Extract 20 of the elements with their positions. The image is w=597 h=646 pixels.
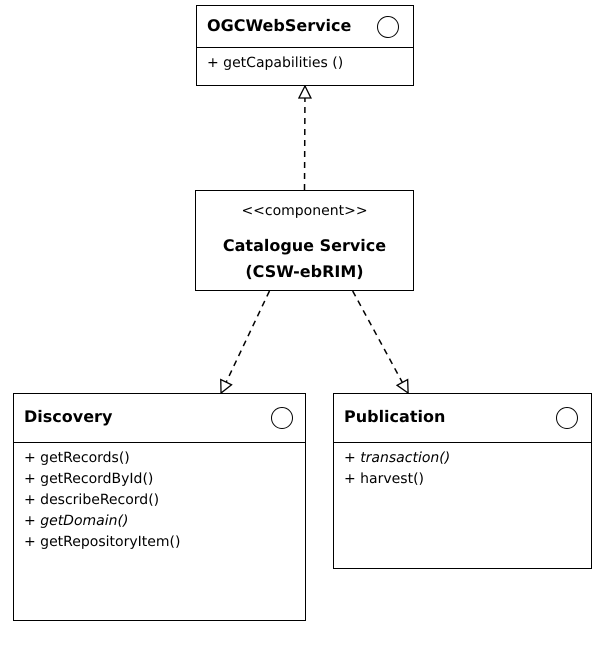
- class-box: [13, 393, 306, 621]
- class-name: Publication: [344, 407, 446, 426]
- operation-text: + describeRecord(): [24, 492, 160, 508]
- operation-text: + transaction(): [344, 450, 450, 466]
- operation-text: + getDomain(): [24, 513, 128, 529]
- class-name: Discovery: [24, 407, 112, 426]
- class-name: OGCWebService: [207, 16, 352, 34]
- operation-text: + getCapabilities (): [207, 55, 344, 71]
- stereotype-text: <<component>>: [240, 203, 369, 219]
- class-box: [196, 5, 414, 86]
- operation-text: + harvest(): [344, 471, 424, 487]
- component-box: [195, 190, 414, 291]
- class-box: [333, 393, 592, 569]
- component-name: Catalogue Service (CSW-ebRIM): [222, 235, 388, 283]
- operation-text: + getRecordById(): [24, 471, 154, 487]
- operation-text: + getRepositoryItem(): [24, 534, 180, 550]
- realization-arrow: [298, 85, 312, 190]
- realization-arrow: [220, 290, 270, 394]
- realization-arrow: [352, 290, 409, 394]
- operation-text: + getRecords(): [24, 450, 130, 466]
